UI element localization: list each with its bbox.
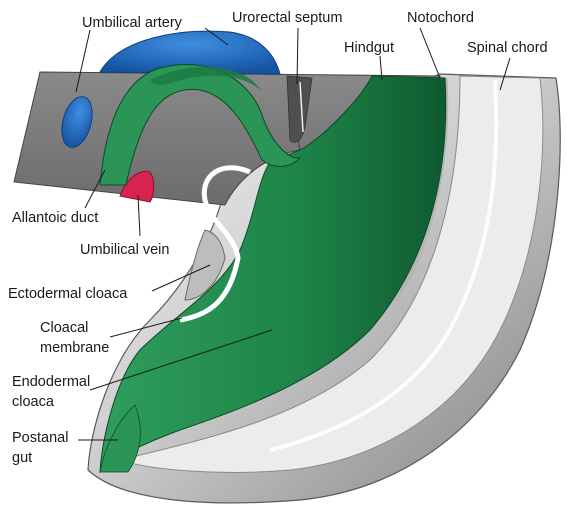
label-ectodermal-cloaca: Ectodermal cloaca [8, 286, 128, 302]
label-cloacal-membrane-2: membrane [40, 340, 109, 356]
label-endodermal-cloaca-1: Endodermal [12, 374, 90, 390]
label-postanal-gut-2: gut [12, 450, 32, 466]
label-postanal-gut-1: Postanal [12, 430, 68, 446]
label-allantoic-duct: Allantoic duct [12, 210, 98, 226]
label-umbilical-vein: Umbilical vein [80, 242, 169, 258]
label-notochord: Notochord [407, 10, 474, 26]
label-umbilical-artery: Umbilical artery [82, 15, 183, 31]
label-urorectal-septum: Urorectal septum [232, 10, 342, 26]
label-spinal-chord: Spinal chord [467, 40, 548, 56]
label-cloacal-membrane-1: Cloacal [40, 320, 88, 336]
leader-notochord [420, 28, 440, 78]
leader-umbilical-vein [138, 195, 140, 236]
label-endodermal-cloaca-2: cloaca [12, 394, 55, 410]
label-hindgut: Hindgut [344, 40, 394, 56]
